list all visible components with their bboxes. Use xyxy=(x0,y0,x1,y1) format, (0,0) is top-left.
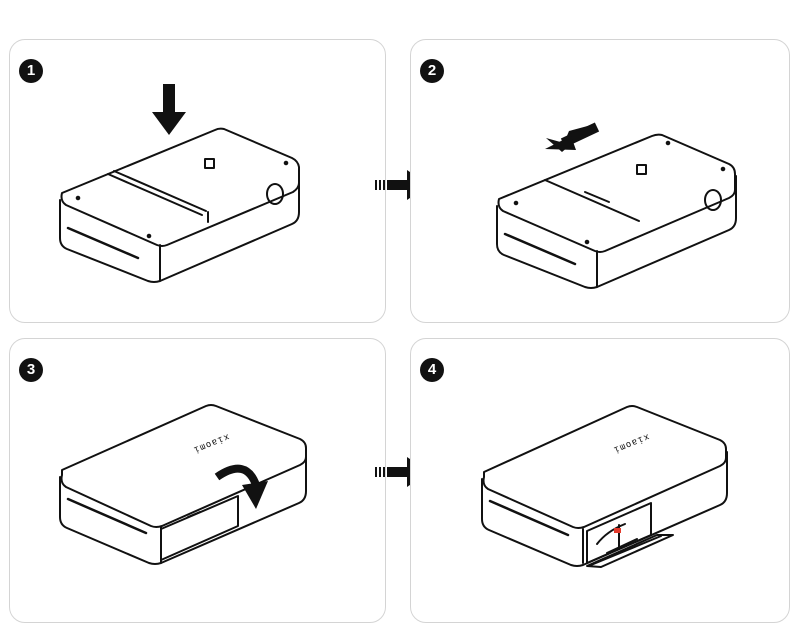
printer-body-edge xyxy=(481,451,728,567)
brand-mark: xiaomi xyxy=(191,431,230,455)
side-cover xyxy=(160,495,239,561)
brand-mark: xiaomi xyxy=(611,431,650,455)
step-2-panel: 2 xyxy=(410,39,790,323)
step-3-panel: 3 xiaomi xyxy=(9,338,386,623)
step-4-panel: 4 xiaomi xyxy=(410,338,790,623)
logo-mark xyxy=(636,164,647,175)
down-arrow-icon xyxy=(152,84,186,135)
curved-arrow-icon xyxy=(214,464,268,509)
open-door xyxy=(586,534,674,568)
paper-slot xyxy=(66,497,148,535)
open-compartment xyxy=(586,502,652,564)
printer-illustration-2 xyxy=(496,122,737,289)
printer-top-face xyxy=(482,405,727,529)
step-badge-1: 1 xyxy=(19,59,43,83)
step-1-panel: 1 xyxy=(9,39,386,323)
paper-slot xyxy=(488,499,570,537)
power-button xyxy=(266,183,284,205)
logo-mark xyxy=(204,158,215,169)
printer-body-edge xyxy=(59,169,300,283)
printer-illustration-4: xiaomi xyxy=(481,405,728,568)
latch-accent xyxy=(614,528,621,533)
step-badge-2: 2 xyxy=(420,59,444,83)
printer-illustration-3: xiaomi xyxy=(59,404,307,565)
paper-slot xyxy=(66,226,140,260)
power-button xyxy=(704,189,722,211)
printer-top-face xyxy=(60,127,300,247)
left-arrow-icon xyxy=(545,122,600,152)
printer-illustration-1 xyxy=(59,84,300,283)
step-badge-4: 4 xyxy=(420,358,444,382)
printer-top-face xyxy=(497,133,736,253)
paper-slot xyxy=(503,232,577,266)
step-badge-3: 3 xyxy=(19,358,43,382)
printer-body-edge xyxy=(496,175,737,289)
printer-body-edge xyxy=(59,450,307,565)
printer-top-face xyxy=(60,404,307,528)
